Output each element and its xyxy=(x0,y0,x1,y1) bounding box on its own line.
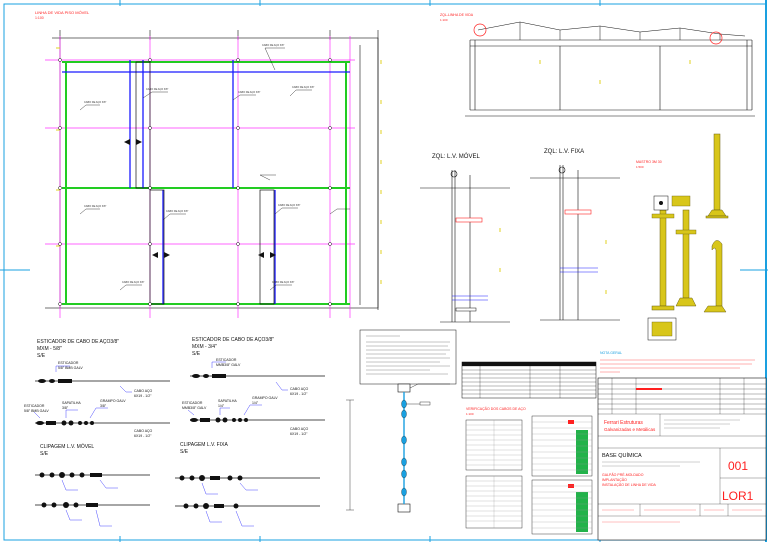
label-cabo: CABO AÇO xyxy=(290,427,309,431)
callout-text: CABO DE AÇO 3/8" xyxy=(292,86,314,89)
mast-left xyxy=(651,209,675,311)
callout-text: CABO DE AÇO 3/8" xyxy=(272,281,294,284)
label-grampo-sub: 1/4" xyxy=(252,401,259,405)
company-name-l2: Galvanizadas e Metálicas xyxy=(604,427,656,432)
mastro-title: MASTRO 3M 30 xyxy=(636,160,662,164)
plan-callout-texts: CABO DE AÇO 3/8" CABO DE AÇO 3/8" CABO D… xyxy=(84,44,314,284)
elevation-view: ZQL-LINHA DE VIDA 1:100 xyxy=(440,13,755,117)
callout-text: CABO DE AÇO 3/8" xyxy=(238,91,260,94)
clipagem-fixa: CLIPAGEM L.V. FIXA S/E xyxy=(175,442,320,527)
callout-text: CABO DE AÇO 3/8" xyxy=(84,205,106,208)
zql-movel-view: ZQL: L.V. MÓVEL xyxy=(420,153,510,323)
label-cabo-sub: 6X19 - 1/2" xyxy=(134,434,152,438)
label-esticador: ESTICADOR xyxy=(24,404,45,408)
label-cabo: CABO AÇO xyxy=(290,387,309,391)
cable-detail xyxy=(346,383,450,513)
label-esticador-sub: MMB3/8" GALV xyxy=(182,406,207,410)
client-name: BASE QUÍMICA xyxy=(602,452,642,459)
verificacao-title: VERIFICAÇÃO DOS CABOS DE AÇO xyxy=(466,406,526,411)
clip-fixa-sub: S/E xyxy=(180,449,189,455)
note-box-center xyxy=(359,329,457,385)
mastro-scale: 1:500 xyxy=(636,165,644,169)
mast-bent xyxy=(703,240,727,313)
label-cabo-sub: 6X19 - 1/2" xyxy=(134,394,152,398)
esticador-left-title-l3: S/E xyxy=(37,353,46,359)
callout-text: CABO DE AÇO 3/8" xyxy=(166,210,188,213)
sheet-number: 001 xyxy=(728,459,748,473)
clip-movel-title: CLIPAGEM L.V. MÓVEL xyxy=(40,443,94,450)
notes-title: NOTA GERAL xyxy=(600,351,622,355)
label-cabo: CABO AÇO xyxy=(134,389,153,393)
label-esticador: ESTICADOR xyxy=(58,361,79,365)
title-block: Ferrari Estruturas Galvanizadas e Metáli… xyxy=(597,377,767,541)
plan-tensioner-symbols xyxy=(124,139,276,258)
label-cabo-sub: 6X19 - 1/2" xyxy=(290,392,308,396)
label-esticador-sub: 5/8" BMB GALV xyxy=(58,366,83,370)
label-esticador: ESTICADOR xyxy=(182,401,203,405)
mast-center xyxy=(675,209,697,307)
plan-yellow-marks xyxy=(56,47,382,284)
plan-callouts xyxy=(79,47,350,291)
plan-scale: 1:100 xyxy=(35,16,44,20)
esticador-left: ESTICADOR DE CABO DE AÇO3/8" MXM - 5/8" … xyxy=(24,339,170,438)
plan-magenta-grid xyxy=(45,36,355,318)
label-cabo-sub: 6X19 - 1/2" xyxy=(290,432,308,436)
esticador-left-title-l1: ESTICADOR DE CABO DE AÇO3/8" xyxy=(37,339,119,345)
plan-title: LINHA DE VIDA PISO MÓVEL xyxy=(35,10,90,15)
esticador-right-title-l3: S/E xyxy=(192,351,201,357)
zql-fixa-title: ZQL: L.V. FIXA xyxy=(544,149,584,155)
plan-view: LINHA DE VIDA PISO MÓVEL 1:100 xyxy=(35,10,382,318)
callout-text: CABO DE AÇO 3/8" xyxy=(84,101,106,104)
plan-nodes xyxy=(58,58,332,306)
esticador-right: ESTICADOR DE CABO DE AÇO3/8" MXM - 3/4" … xyxy=(182,337,325,436)
callout-text: CABO DE AÇO 3/8" xyxy=(122,281,144,284)
material-table xyxy=(461,361,597,399)
project-l2: IMPLANTAÇÃO xyxy=(602,477,627,482)
clip-fixa-title: CLIPAGEM L.V. FIXA xyxy=(180,442,228,448)
callout-text: CABO DE AÇO 3/8" xyxy=(278,204,300,207)
label-grampo: GRAMPO GALV xyxy=(252,396,278,400)
plan-blue-cables xyxy=(62,60,350,304)
detail-circle xyxy=(709,31,723,45)
plan-supports xyxy=(135,61,275,305)
mast-tall xyxy=(705,133,729,219)
detail-circle xyxy=(473,23,487,37)
esticador-right-title-l2: MXM - 3/4" xyxy=(192,344,217,350)
label-cabo: CABO AÇO xyxy=(134,429,153,433)
callout-text: CABO DE AÇO 3/8" xyxy=(262,44,284,47)
zql-fixa-view: ZQL: L.V. FIXA xyxy=(530,149,620,321)
label-sapatilha-sub: 1/4" xyxy=(218,404,225,408)
label-sapatilha: SAPATILHA xyxy=(218,399,237,403)
mastro-view: MASTRO 3M 30 1:500 xyxy=(636,133,729,341)
plan-green-lines xyxy=(62,61,350,305)
verificacao-scale: 1:100 xyxy=(466,412,474,416)
elevation-title: ZQL-LINHA DE VIDA xyxy=(440,13,474,17)
label-sapatilha-sub: 3/8" xyxy=(62,406,69,410)
verificacao-section: VERIFICAÇÃO DOS CABOS DE AÇO 1:100 xyxy=(465,406,593,535)
company-name-l1: Ferrari Estruturas xyxy=(604,420,643,426)
project-l3: INSTALAÇÃO DE LINHA DE VIDA xyxy=(602,482,656,487)
esticador-left-title-l2: MXM - 5/8" xyxy=(37,346,62,352)
label-esticador: ESTICADOR xyxy=(216,358,237,362)
zql-movel-title: ZQL: L.V. MÓVEL xyxy=(432,153,480,160)
project-l1: GALPÃO PRÉ-MOLDADO xyxy=(602,472,644,477)
revision: LOR1 xyxy=(722,489,754,503)
label-esticador-sub: MMB3/8" GALV xyxy=(216,363,241,367)
label-grampo-sub: 3/8" xyxy=(100,404,107,408)
elevation-scale: 1:100 xyxy=(440,18,448,22)
clip-movel-sub: S/E xyxy=(40,451,49,457)
callout-text: CABO DE AÇO 3/8" xyxy=(146,88,168,91)
label-esticador-sub: 5/8" BMB GALV xyxy=(24,409,49,413)
label-sapatilha: SAPATILHA xyxy=(62,401,81,405)
clipagem-movel: CLIPAGEM L.V. MÓVEL S/E xyxy=(35,443,150,527)
general-notes: NOTA GERAL xyxy=(600,351,755,373)
label-grampo: GRAMPO GALV xyxy=(100,399,126,403)
esticador-right-title-l1: ESTICADOR DE CABO DE AÇO3/8" xyxy=(192,337,274,343)
